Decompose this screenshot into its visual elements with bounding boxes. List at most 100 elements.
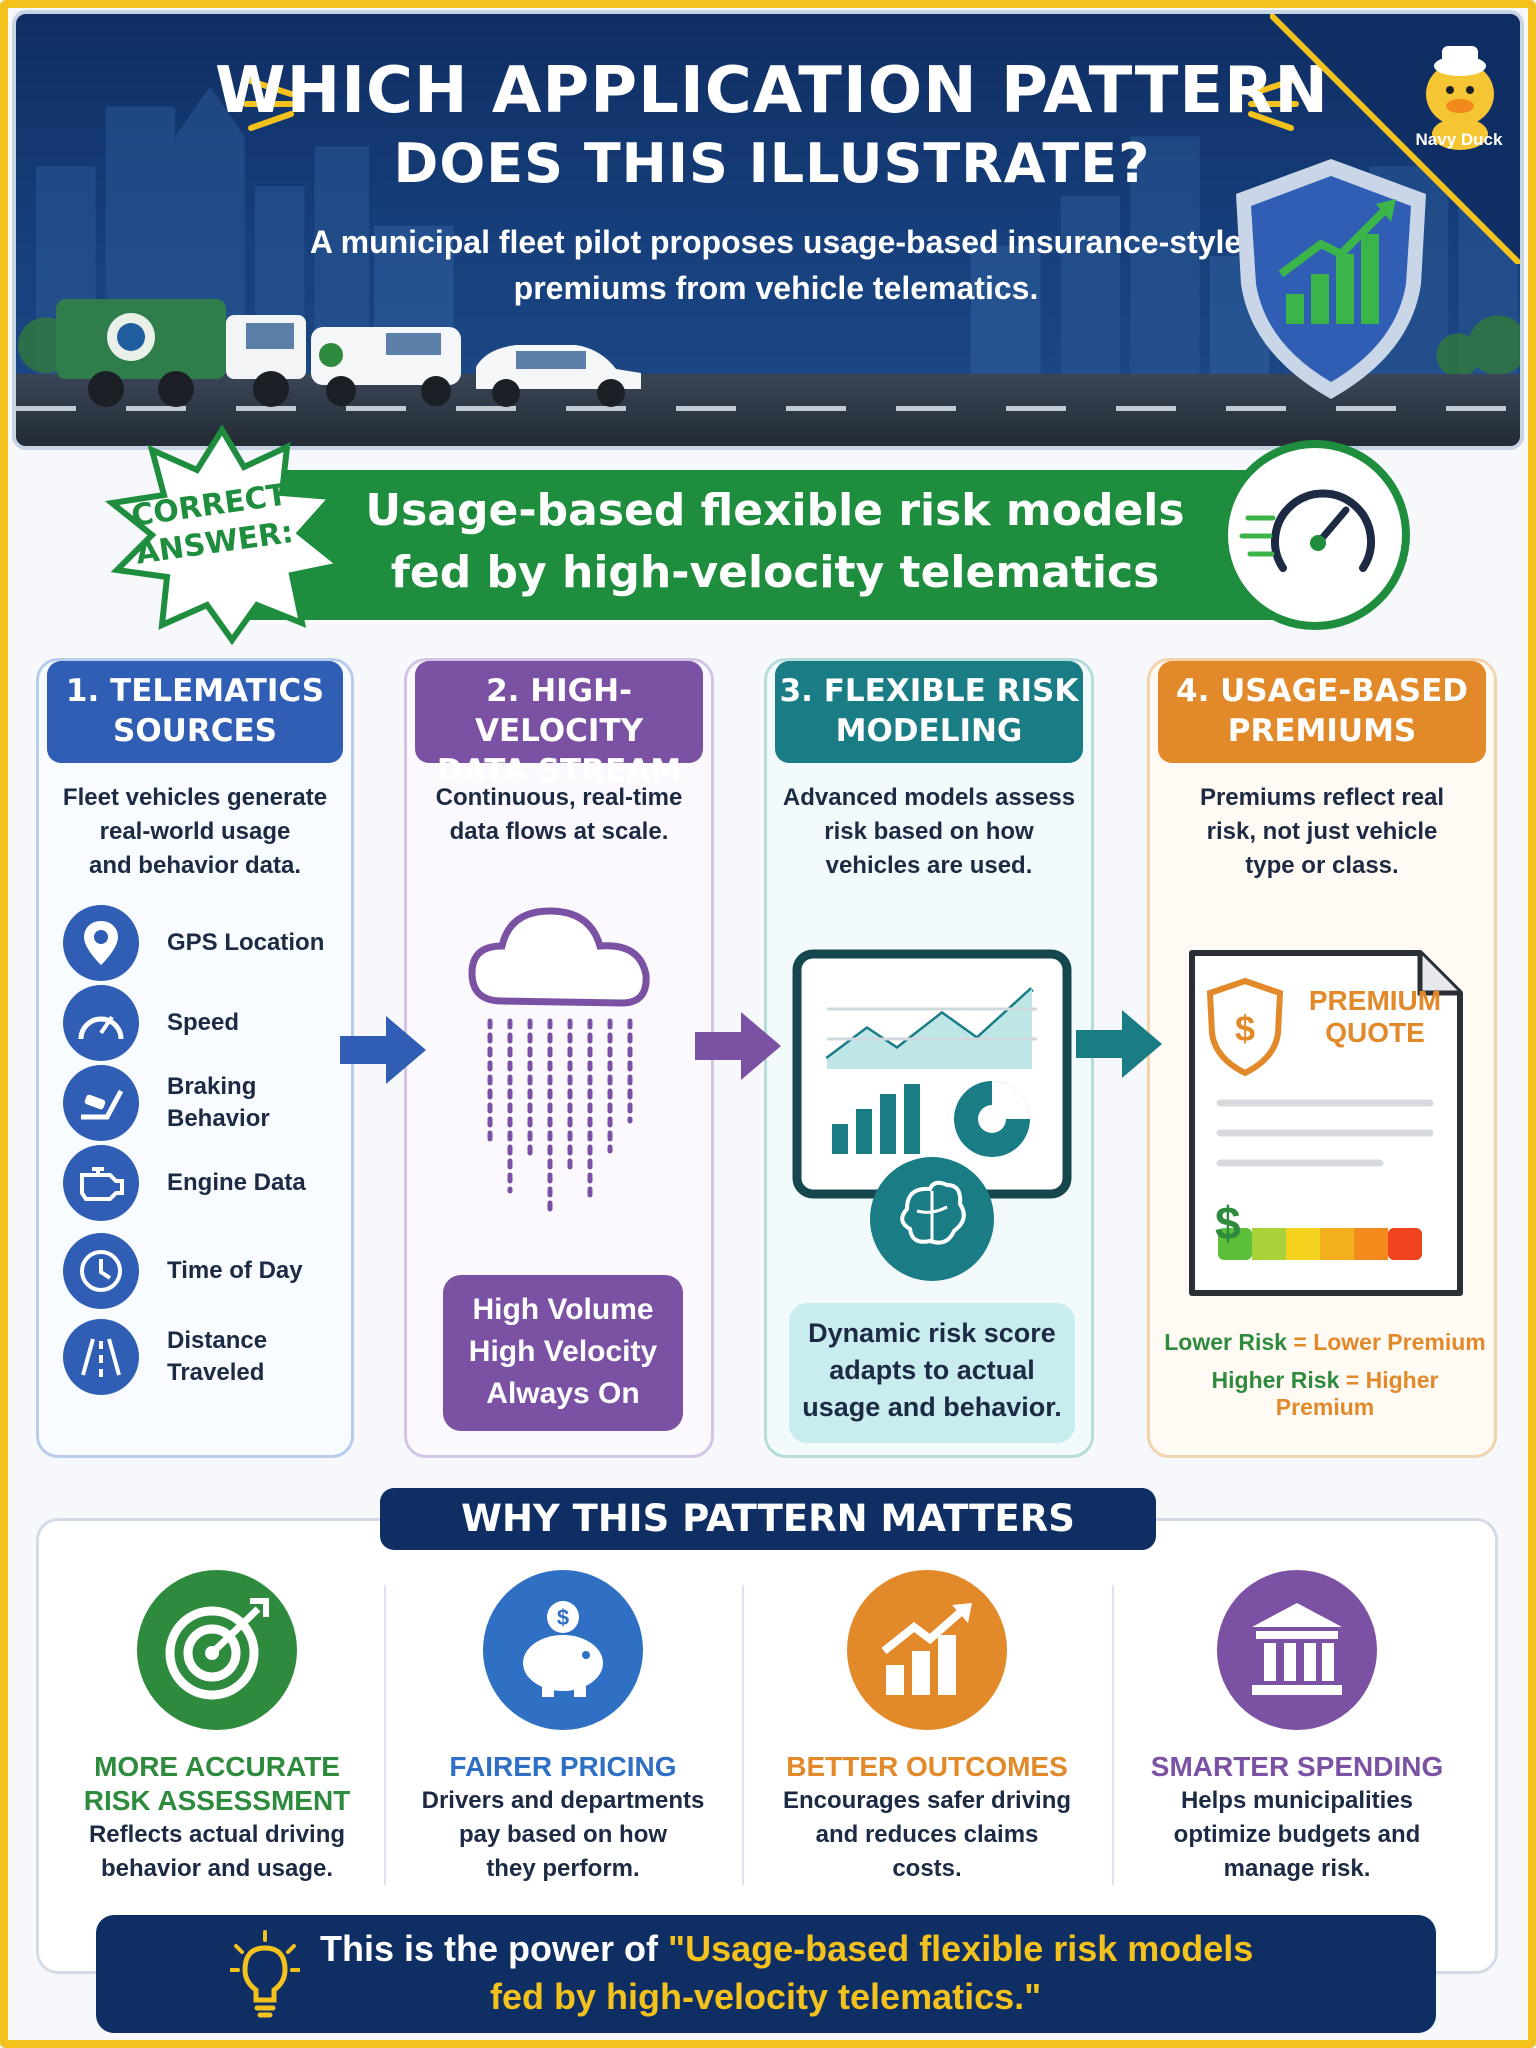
step2-title-line1: 2. HIGH-VELOCITY (474, 673, 644, 749)
step3-description: Advanced models assess risk based on how… (777, 781, 1081, 883)
footer-highlight-line1: "Usage-based flexible risk models (668, 1928, 1254, 1969)
subtitle-line2: premiums from vehicle telematics. (513, 270, 1039, 306)
list-item: GPS Location (63, 905, 353, 985)
footer-prefix: This is the power of (320, 1928, 669, 1969)
lightbulb-icon (230, 1930, 300, 2018)
higher-risk-line: Higher Risk = Higher Premium (1160, 1367, 1490, 1421)
footer-highlight-line2: fed by high-velocity telematics." (490, 1976, 1042, 2017)
arrow-right-icon (1076, 1010, 1162, 1078)
step3-desc-line1: Advanced models assess (782, 784, 1076, 811)
step2-title-line2: DATA STREAM (436, 753, 682, 789)
arrow-right-icon (695, 1012, 781, 1080)
step1-desc-line2: real-world usage (99, 818, 291, 845)
step3-header: 3. FLEXIBLE RISK MODELING (775, 661, 1083, 763)
lower-risk-line: Lower Risk = Lower Premium (1160, 1329, 1490, 1356)
footer-banner (96, 1915, 1436, 2033)
step-telematics-sources: 1. TELEMATICS SOURCES Fleet vehicles gen… (36, 658, 354, 1458)
step4-header: 4. USAGE-BASED PREMIUMS (1158, 661, 1486, 763)
answer-line1: Usage-based flexible risk models (365, 485, 1185, 536)
step2-desc-line1: Continuous, real-time (435, 784, 683, 811)
step2-desc-line2: data flows at scale. (449, 818, 669, 845)
analytics-dashboard-icon (792, 949, 1072, 1281)
cloud-data-stream-icon (468, 907, 650, 1214)
growth-chart-icon (847, 1570, 1007, 1730)
step-usage-based-premiums: 4. USAGE-BASED PREMIUMS Premiums reflect… (1147, 658, 1497, 1458)
step-flexible-risk-modeling: 3. FLEXIBLE RISK MODELING Advanced model… (764, 658, 1094, 1458)
step1-title-line2: SOURCES (113, 713, 277, 749)
higher-risk-label: Higher Risk (1211, 1367, 1340, 1393)
sparkle-right-icon (1248, 78, 1299, 131)
dollar-sign: $ (1215, 1197, 1241, 1249)
correct-answer-text: Usage-based flexible risk models fed by … (250, 480, 1300, 604)
page-subtitle: A municipal fleet pilot proposes usage-b… (286, 219, 1266, 311)
sparkle-left-icon (243, 78, 294, 131)
source-label: Speed (167, 1009, 240, 1036)
equals-sign: = (1293, 1329, 1307, 1355)
step3-title-line1: 3. FLEXIBLE RISK (779, 673, 1079, 709)
step4-desc-line3: type or class. (1245, 852, 1399, 879)
list-item: Time of Day (63, 1233, 353, 1313)
step2-header: 2. HIGH-VELOCITY DATA STREAM (415, 661, 703, 789)
divider (1112, 1585, 1114, 1885)
road-icon (63, 1319, 139, 1395)
correct-answer-burst (104, 425, 347, 645)
arrow-right-icon (340, 1016, 426, 1084)
benefit-heading: FAIRER PRICING (449, 1751, 677, 1782)
svg-text:$: $ (1235, 1008, 1255, 1049)
premium-quote-document-icon: $ (1189, 950, 1463, 1296)
step3-title-line2: MODELING (835, 713, 1023, 749)
header-banner: WHICH APPLICATION PATTERN DOES THIS ILLU… (12, 10, 1524, 450)
speedometer-icon (1239, 489, 1375, 572)
navy-duck-logo-icon (1270, 14, 1520, 264)
government-building-icon (1217, 1570, 1377, 1730)
step1-desc-line3: and behavior data. (88, 852, 302, 879)
risk-line2: adapts to actual (829, 1355, 1035, 1385)
stream-line2: High Velocity (468, 1335, 658, 1368)
shield-growth-chart-icon (1236, 159, 1426, 399)
step1-title-line1: 1. TELEMATICS (65, 673, 325, 709)
step1-desc-line1: Fleet vehicles generate (62, 784, 328, 811)
step4-desc-line2: risk, not just vehicle (1206, 818, 1438, 845)
step4-description: Premiums reflect real risk, not just veh… (1160, 781, 1484, 883)
speedometer-badge (1220, 440, 1410, 630)
brake-pedal-icon (63, 1065, 139, 1141)
stream-line3: Always On (486, 1377, 640, 1410)
list-item: Speed (63, 985, 353, 1065)
step4-title-line1: 4. USAGE-BASED (1176, 673, 1468, 709)
fleet-vehicles-illustration (56, 299, 641, 407)
page-title-line1: WHICH APPLICATION PATTERN (215, 54, 1329, 128)
premium-quote-title: PREMIUM QUOTE (1305, 985, 1445, 1049)
step1-description: Fleet vehicles generate real-world usage… (49, 781, 341, 883)
answer-line2: fed by high-velocity telematics (390, 547, 1160, 598)
benefit-heading: SMARTER SPENDING (1150, 1751, 1444, 1782)
source-label: GPS Location (167, 929, 325, 956)
step-high-velocity-stream: 2. HIGH-VELOCITY DATA STREAM Continuous,… (404, 658, 714, 1458)
stream-characteristics-box: High Volume High Velocity Always On (443, 1275, 683, 1431)
risk-line1: Dynamic risk score (808, 1318, 1056, 1348)
equals-sign: = (1345, 1367, 1360, 1393)
higher-premium-label: Higher Premium (1275, 1367, 1439, 1420)
subtitle-line1: A municipal fleet pilot proposes usage-b… (309, 224, 1243, 260)
step4-desc-line1: Premiums reflect real (1199, 784, 1445, 811)
step2-description: Continuous, real-time data flows at scal… (417, 781, 701, 849)
stream-line1: High Volume (472, 1293, 654, 1326)
footer-statement: This is the power of "Usage-based flexib… (320, 1925, 1320, 2021)
quote-line1: PREMIUM (1308, 985, 1442, 1016)
step3-desc-line2: risk based on how (824, 818, 1034, 845)
why-section-title: WHY THIS PATTERN MATTERS (380, 1488, 1156, 1550)
speedometer-icon (63, 985, 139, 1061)
divider (384, 1585, 386, 1885)
source-label: Time of Day (167, 1257, 303, 1284)
map-pin-icon (63, 905, 139, 981)
step1-header: 1. TELEMATICS SOURCES (47, 661, 343, 763)
list-item: Engine Data (63, 1145, 353, 1225)
